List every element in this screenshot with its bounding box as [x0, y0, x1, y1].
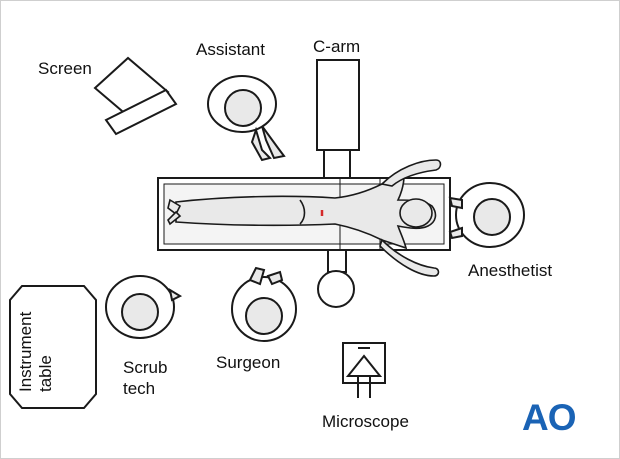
c-arm-label: C-arm [313, 37, 361, 56]
surgeon-label: Surgeon [216, 353, 281, 372]
anesthetist-label: Anesthetist [468, 261, 553, 280]
scrub-tech-figure [105, 275, 183, 339]
surgeon-figure [231, 266, 297, 342]
instrument-table [9, 285, 97, 409]
ao-logo: AO [522, 397, 576, 438]
assistant-figure [207, 75, 286, 162]
scrub-tech-label-line2: tech [123, 379, 156, 398]
screen-label: Screen [38, 59, 92, 78]
anesthetist-figure [448, 182, 525, 248]
instrument-table-label-line1: Instrument [16, 311, 35, 392]
microscope-label: Microscope [322, 412, 409, 431]
assistant-label: Assistant [196, 40, 265, 59]
patient [167, 159, 442, 277]
instrument-table-label: Instrument table [16, 312, 56, 392]
instrument-table-label-line2: table [36, 355, 55, 392]
microscope [342, 342, 386, 398]
screen-monitor [93, 56, 178, 136]
c-arm [316, 59, 360, 179]
scrub-tech-label-line1: Scrub [123, 358, 168, 377]
